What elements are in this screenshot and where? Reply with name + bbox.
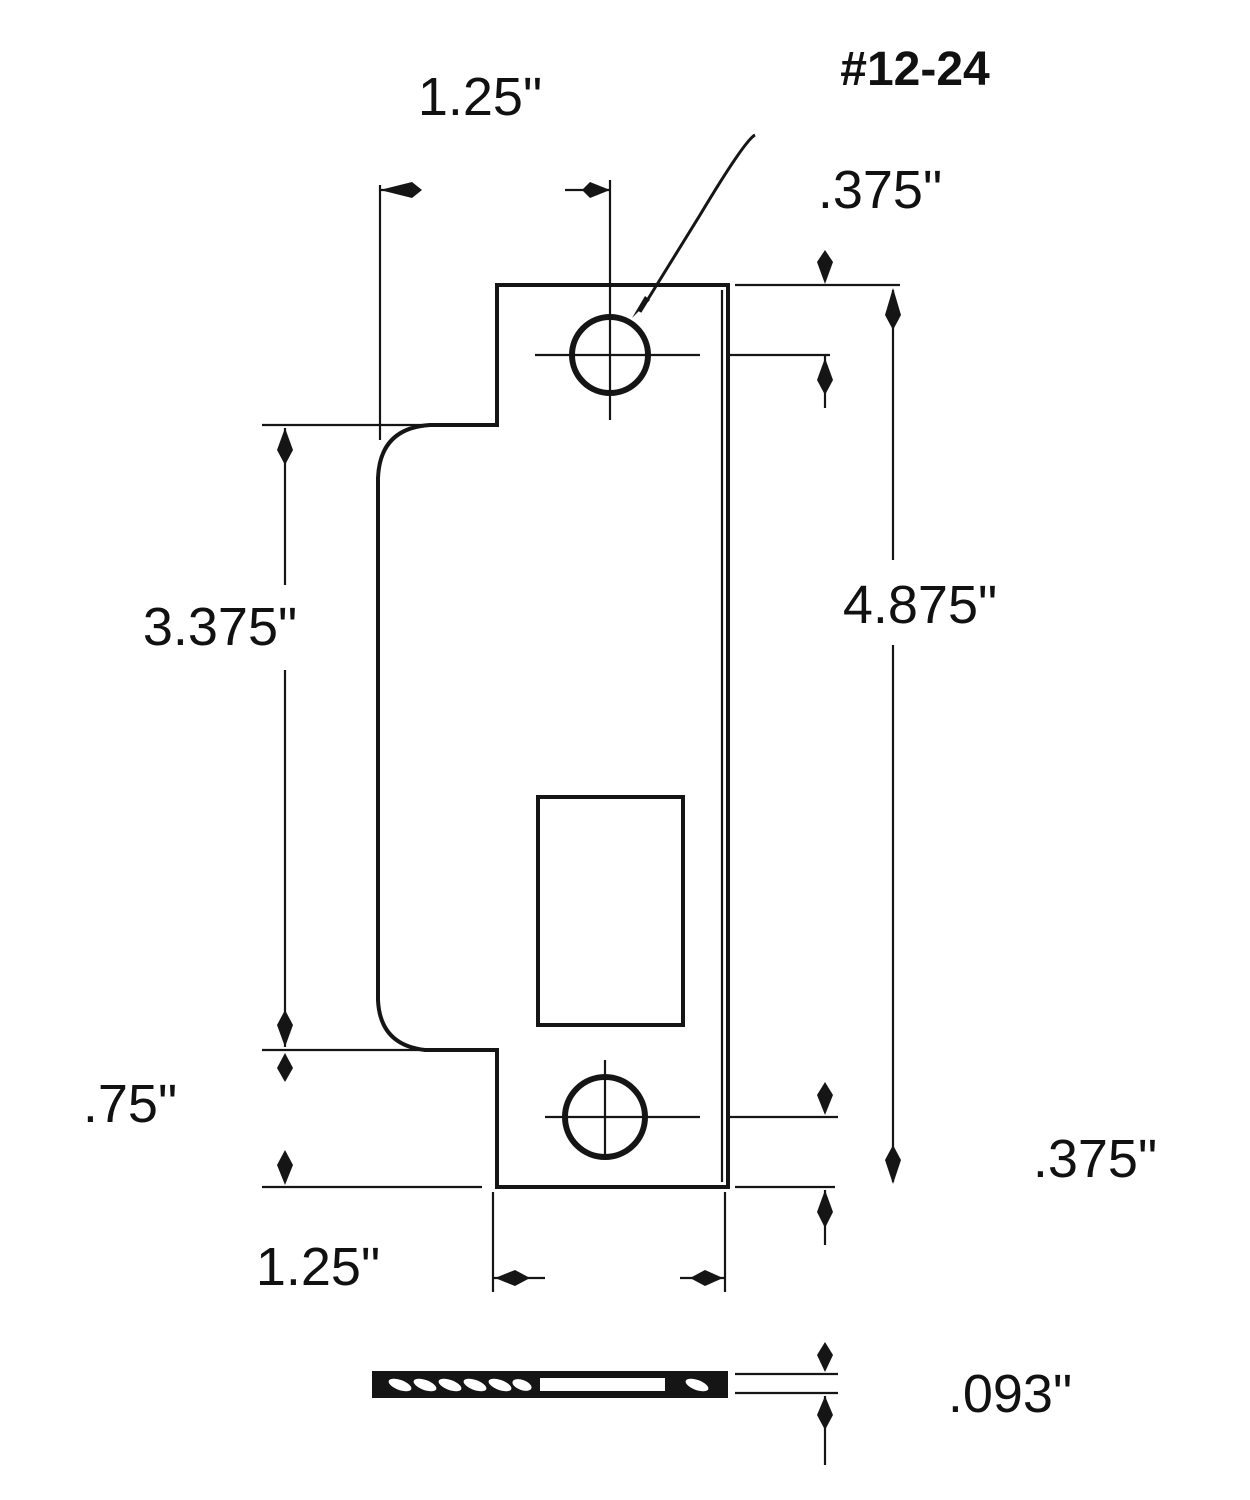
overall-height-label: 4.875" [843,575,997,635]
bottom-hole-offset-label: .375" [1033,1129,1157,1189]
plate-thickness-section [372,1371,728,1398]
arrow-icon [380,182,422,198]
latch-slot [536,795,685,1027]
lower-offset-label: .75" [83,1074,177,1134]
screw-leader-line [638,133,756,313]
arrow-icon [582,182,610,198]
arrow-icon [277,1010,293,1047]
arrow-icon [817,1396,833,1430]
arrow-icon [817,1190,833,1228]
arrow-icon [690,1270,723,1286]
thickness-label: .093" [948,1364,1072,1424]
leader-arrow-icon [632,296,650,318]
arrow-icon [885,288,901,330]
bottom-screw-hole [545,1060,700,1160]
arrow-icon [495,1270,530,1286]
arrow-icon [817,250,833,284]
arrow-icon [277,1053,293,1082]
bottom-width-label: 1.25" [256,1237,380,1297]
lip-height-label: 3.375" [143,597,297,657]
arrow-icon [817,1342,833,1372]
arrow-icon [277,428,293,465]
screw-size-label: #12-24 [840,43,990,96]
arrow-icon [277,1150,293,1185]
top-screw-hole [535,180,700,420]
arrow-icon [817,1082,833,1115]
top-width-label: 1.25" [418,67,542,127]
arrow-icon [817,358,833,395]
strike-plate-outline [376,283,730,1189]
arrow-icon [885,1145,901,1184]
top-hole-offset-label: .375" [818,160,942,220]
